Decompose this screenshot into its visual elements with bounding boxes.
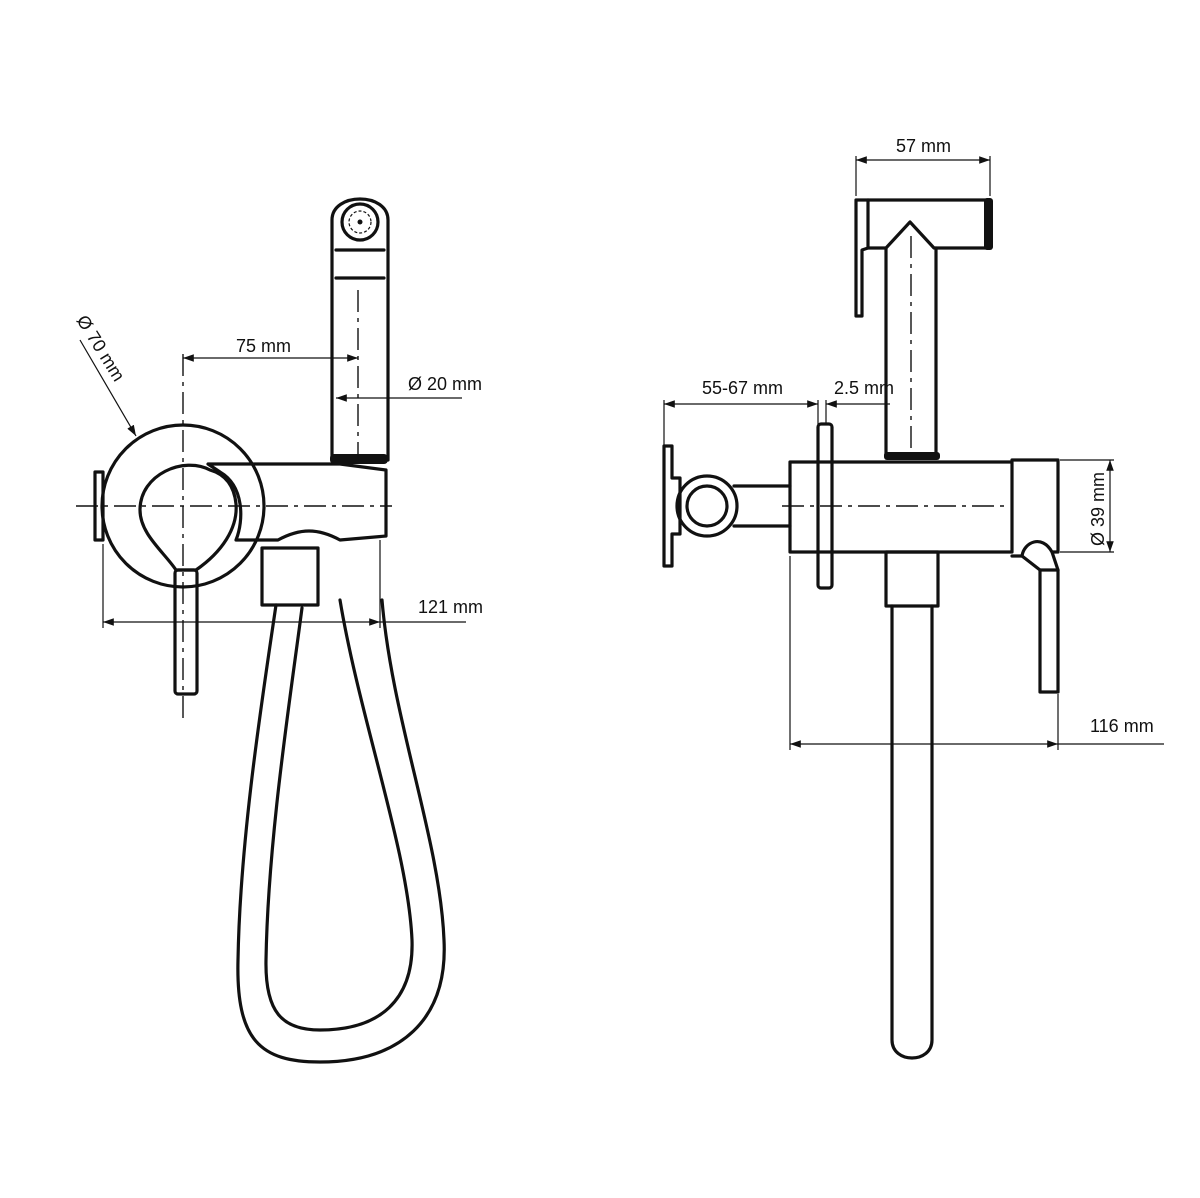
cartridge — [138, 463, 238, 572]
side-view: 57 mm 55-67 mm 2.5 mm Ø 39 mm 116 mm — [662, 136, 1164, 1060]
sprayer-head — [866, 198, 992, 250]
dim-wall-depth: 55-67 mm — [702, 378, 783, 398]
dim-line-plate-diameter — [79, 339, 137, 437]
sprayer-trigger — [854, 198, 870, 318]
front-view: Ø 70 mm 75 mm Ø 20 mm 121 mm — [73, 197, 483, 1064]
dim-handle-diameter: Ø 20 mm — [408, 374, 482, 394]
hose-nut-side — [884, 550, 940, 608]
inlet-connector — [675, 474, 739, 538]
hose — [236, 598, 446, 1064]
valve-body-side — [788, 460, 1014, 554]
hose-nut — [260, 546, 320, 607]
dim-offset: 75 mm — [236, 336, 291, 356]
valve-body — [206, 462, 388, 542]
dim-overall-length: 116 mm — [1090, 716, 1154, 736]
holder-ring — [330, 454, 388, 464]
spray-head-face — [340, 202, 380, 242]
lever-side — [1010, 458, 1060, 558]
dim-plate-diameter: Ø 70 mm — [73, 312, 129, 385]
dim-sprayer-length: 57 mm — [896, 136, 951, 156]
dim-width: 121 mm — [418, 597, 483, 617]
tube-collar — [884, 452, 940, 460]
wall-flange — [662, 444, 682, 568]
dim-body-diameter: Ø 39 mm — [1088, 472, 1108, 546]
hose-side — [890, 604, 934, 1060]
dim-plate-thickness: 2.5 mm — [834, 378, 894, 398]
lever-handle — [173, 568, 199, 696]
sprayer-handle — [330, 197, 390, 462]
